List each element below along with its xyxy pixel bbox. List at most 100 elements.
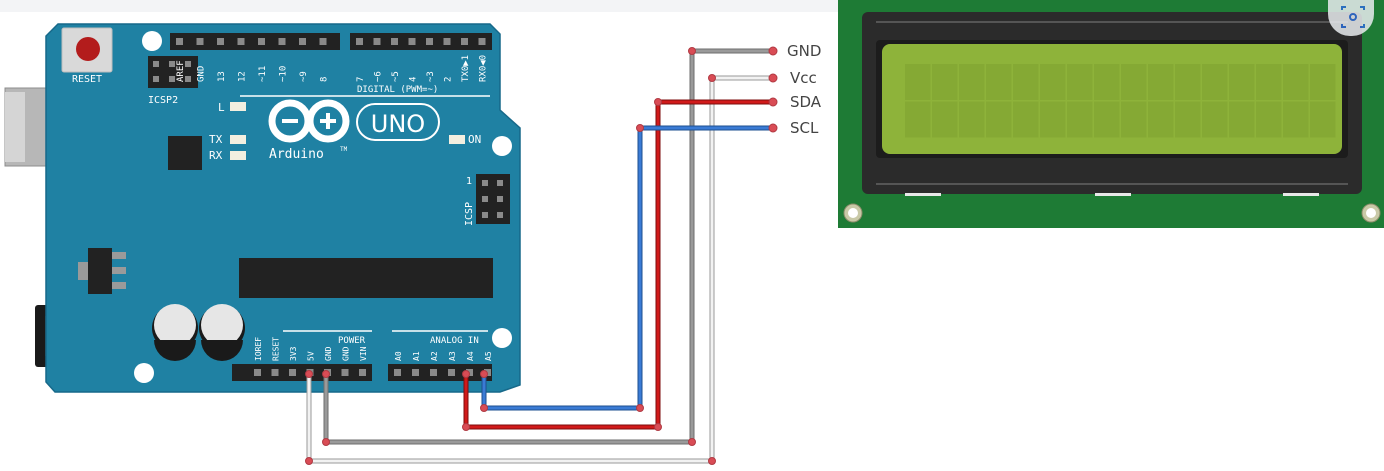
wire-label-gnd: GND — [787, 42, 821, 60]
microcontroller-chip — [239, 258, 493, 298]
analog-pin-label: A2 — [430, 351, 439, 361]
uno-label: UNO — [371, 110, 425, 138]
icsp-header — [476, 174, 510, 224]
analog-pin-label: A1 — [412, 351, 421, 361]
power-pin-label: 5V — [307, 351, 316, 361]
digital-pin[interactable] — [237, 38, 245, 45]
digital-pin[interactable] — [196, 38, 204, 45]
analog-pin[interactable] — [430, 369, 437, 376]
icsp-label: ICSP — [464, 202, 475, 226]
digital-pin[interactable] — [443, 38, 451, 45]
mount-hole — [492, 136, 512, 156]
lcd-cell — [932, 101, 958, 138]
digital-pin[interactable] — [176, 38, 183, 45]
mount-hole — [134, 363, 154, 383]
icsp2-label: ICSP2 — [148, 95, 178, 106]
led-rx — [230, 151, 246, 160]
mount-hole — [492, 328, 512, 348]
digital-pin-label: 13 — [217, 71, 227, 82]
lcd-cell — [1229, 64, 1255, 100]
digital-label: DIGITAL (PWM=~) — [357, 85, 438, 95]
brand-label: Arduino — [269, 147, 324, 162]
capacitor — [152, 304, 198, 361]
lcd-cell — [1094, 64, 1120, 100]
led-on-label: ON — [468, 133, 481, 146]
led-l — [230, 102, 246, 111]
analog-pin-label: A3 — [448, 351, 457, 361]
led-tx-label: TX — [209, 133, 223, 146]
digital-pin[interactable] — [461, 38, 468, 45]
digital-pin[interactable] — [478, 38, 486, 45]
digital-pin-label: 2 — [444, 77, 454, 82]
power-label: POWER — [338, 336, 366, 346]
wires: GND Vcc SDA SCL — [305, 42, 822, 465]
analog-pin[interactable] — [394, 369, 401, 376]
digital-pin[interactable] — [426, 38, 433, 45]
digital-pin[interactable] — [391, 38, 398, 45]
scan-button[interactable] — [1328, 0, 1374, 36]
analog-pin-label: A0 — [394, 351, 403, 361]
digital-pin-label: 12 — [238, 71, 248, 82]
lcd-cell — [1202, 64, 1228, 100]
digital-header-left — [170, 33, 340, 50]
lcd-cell — [1310, 64, 1336, 100]
lcd-character-grid — [905, 64, 1336, 138]
power-pin[interactable] — [359, 369, 366, 376]
digital-pin[interactable] — [258, 38, 265, 45]
trademark-label: TM — [340, 146, 348, 153]
digital-pin[interactable] — [319, 38, 327, 45]
digital-pin[interactable] — [278, 38, 286, 45]
lcd-cell — [1040, 101, 1066, 138]
lcd-cell — [1121, 64, 1147, 100]
arduino-logo-icon — [268, 99, 350, 143]
digital-pin-label: TX0▶1 — [461, 55, 471, 82]
digital-pin[interactable] — [356, 38, 363, 45]
led-l-label: L — [218, 101, 225, 114]
power-pin[interactable] — [341, 369, 349, 376]
digital-pin[interactable] — [373, 38, 381, 45]
mount-hole — [142, 31, 162, 51]
analog-label: ANALOG IN — [430, 336, 479, 346]
wire-joints — [305, 46, 778, 465]
lcd-cell — [1256, 101, 1282, 138]
digital-pin[interactable] — [299, 38, 306, 45]
power-pin[interactable] — [254, 369, 261, 376]
analog-pin-label: A5 — [484, 351, 493, 361]
digital-pin-label: GND — [197, 66, 207, 82]
digital-pin-label: 8 — [320, 77, 330, 82]
lcd-cell — [1283, 101, 1309, 138]
digital-pin[interactable] — [217, 38, 224, 45]
analog-pin[interactable] — [448, 369, 455, 376]
lcd-cell — [986, 64, 1012, 100]
digital-pin[interactable] — [408, 38, 416, 45]
lcd-16x2-module[interactable] — [838, 0, 1384, 228]
digital-pin-label: ~3 — [426, 71, 436, 82]
power-pin[interactable] — [271, 369, 279, 376]
power-pin-label: IOREF — [254, 337, 263, 361]
lcd-cell — [986, 101, 1012, 138]
lcd-cell — [1175, 101, 1201, 138]
lcd-cell — [1310, 101, 1336, 138]
digital-pin-label: ~9 — [299, 71, 309, 82]
voltage-regulator — [88, 248, 112, 294]
power-pin[interactable] — [289, 369, 296, 376]
lcd-cell — [1148, 64, 1174, 100]
wire-scl[interactable] — [481, 125, 776, 411]
analog-pin[interactable] — [412, 369, 419, 376]
uno-badge — [356, 103, 440, 141]
digital-pin-label: ~6 — [374, 71, 384, 82]
lcd-cell — [905, 64, 931, 100]
power-pin-label: VIN — [359, 346, 368, 361]
reset-label: RESET — [72, 74, 102, 85]
lcd-cell — [1175, 64, 1201, 100]
lcd-cell — [1013, 101, 1039, 138]
lcd-cell — [1121, 101, 1147, 138]
led-rx-label: RX — [209, 149, 223, 162]
lcd-cell — [1013, 64, 1039, 100]
reset-button-cap[interactable] — [76, 37, 100, 61]
digital-pin-label: ~10 — [279, 66, 289, 82]
analog-header — [388, 364, 492, 381]
icsp2-header — [148, 56, 198, 88]
